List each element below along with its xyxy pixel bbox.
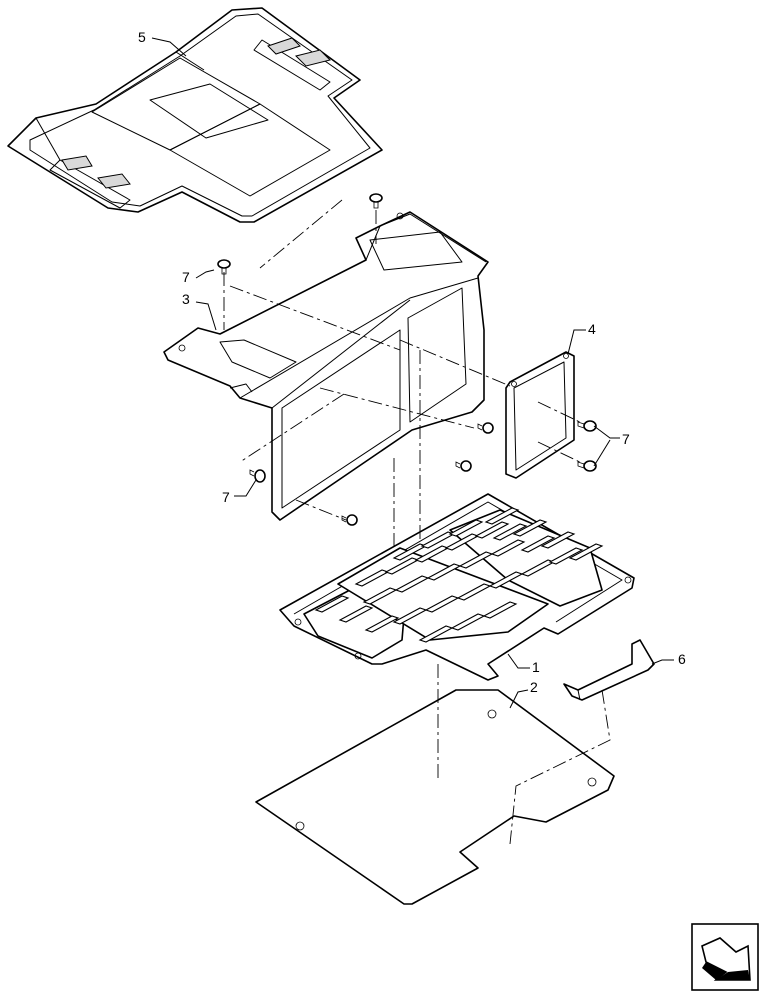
key-pad-30 — [338, 605, 374, 623]
key-pad-28 — [548, 547, 584, 565]
key-pad-8 — [474, 521, 510, 539]
part-1-console-base — [279, 493, 635, 681]
part-6-bracket — [563, 639, 655, 701]
assembly-lines — [223, 199, 611, 845]
callout-6: 6 — [678, 651, 686, 667]
callout-2: 2 — [530, 679, 538, 695]
fasteners-item-7 — [217, 193, 597, 526]
key-pad-26 — [492, 523, 528, 541]
callout-5: 5 — [138, 29, 146, 45]
part-4-side-panel — [505, 351, 575, 479]
key-pad-27 — [520, 535, 556, 553]
fastener-panel-upper — [577, 420, 597, 432]
callout-leaders — [151, 37, 674, 709]
key-pad-31 — [364, 615, 400, 633]
key-pad-3 — [448, 519, 484, 537]
console-key-pads — [314, 507, 604, 643]
fastener-top-right — [369, 193, 383, 209]
fastener-base-left — [249, 469, 266, 483]
callout-4: 4 — [588, 321, 596, 337]
callout-3: 3 — [182, 291, 190, 307]
key-pad-25 — [568, 543, 604, 561]
part-3-seat-base — [163, 211, 489, 521]
callout-7-left: 7 — [222, 489, 230, 505]
fastener-top-left — [217, 259, 231, 275]
key-pad-23 — [512, 519, 548, 537]
callout-7-top: 7 — [182, 269, 190, 285]
key-pad-13 — [490, 539, 526, 557]
next-page-arrow-icon[interactable] — [691, 923, 759, 991]
fastener-base-low — [341, 514, 358, 526]
callout-labels: 5 7 3 4 7 7 1 6 2 — [138, 29, 686, 695]
key-pad-21 — [482, 601, 518, 619]
key-pad-22 — [484, 507, 520, 525]
callout-1: 1 — [532, 659, 540, 675]
fastener-base-mid-1 — [477, 422, 494, 434]
key-pad-29 — [314, 595, 350, 613]
part-2-floor-plate — [255, 689, 615, 905]
key-pad-24 — [540, 531, 576, 549]
fastener-panel-lower — [577, 460, 597, 472]
callout-7-right: 7 — [622, 431, 630, 447]
part-5-floor-mat — [7, 7, 383, 223]
fastener-base-mid-2 — [455, 460, 472, 472]
